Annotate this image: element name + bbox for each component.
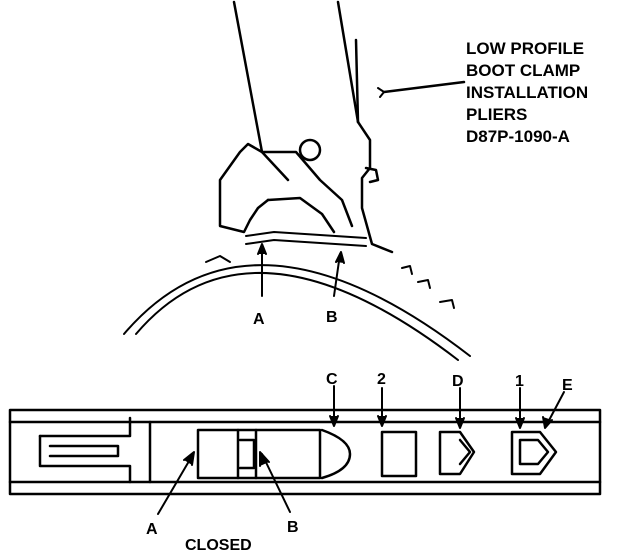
upper-arrows [257,243,345,297]
closed-caption: CLOSED [185,537,252,552]
callout-line-5: D87P-1090-A [466,127,570,146]
upper-label-b: B [326,309,338,326]
clamp-strap-drawing [8,408,602,496]
lower-arrows [157,385,565,515]
callout-line-1: LOW PROFILE [466,39,584,58]
lower-label-a: A [146,521,158,538]
lower-label-e: E [562,377,573,394]
lower-label-b: B [287,519,299,536]
pliers-drawing [218,0,466,254]
lower-label-d: D [452,373,464,390]
callout-line-2: BOOT CLAMP [466,61,580,80]
upper-label-a: A [253,311,265,328]
clamp-ring [123,231,471,361]
callout-line-4: PLIERS [466,105,527,124]
lower-label-c: C [326,371,338,388]
lower-label-2: 2 [377,371,386,388]
tool-callout: LOW PROFILE BOOT CLAMP INSTALLATION PLIE… [466,39,588,146]
callout-line-3: INSTALLATION [466,83,588,102]
lower-label-1: 1 [515,373,524,390]
